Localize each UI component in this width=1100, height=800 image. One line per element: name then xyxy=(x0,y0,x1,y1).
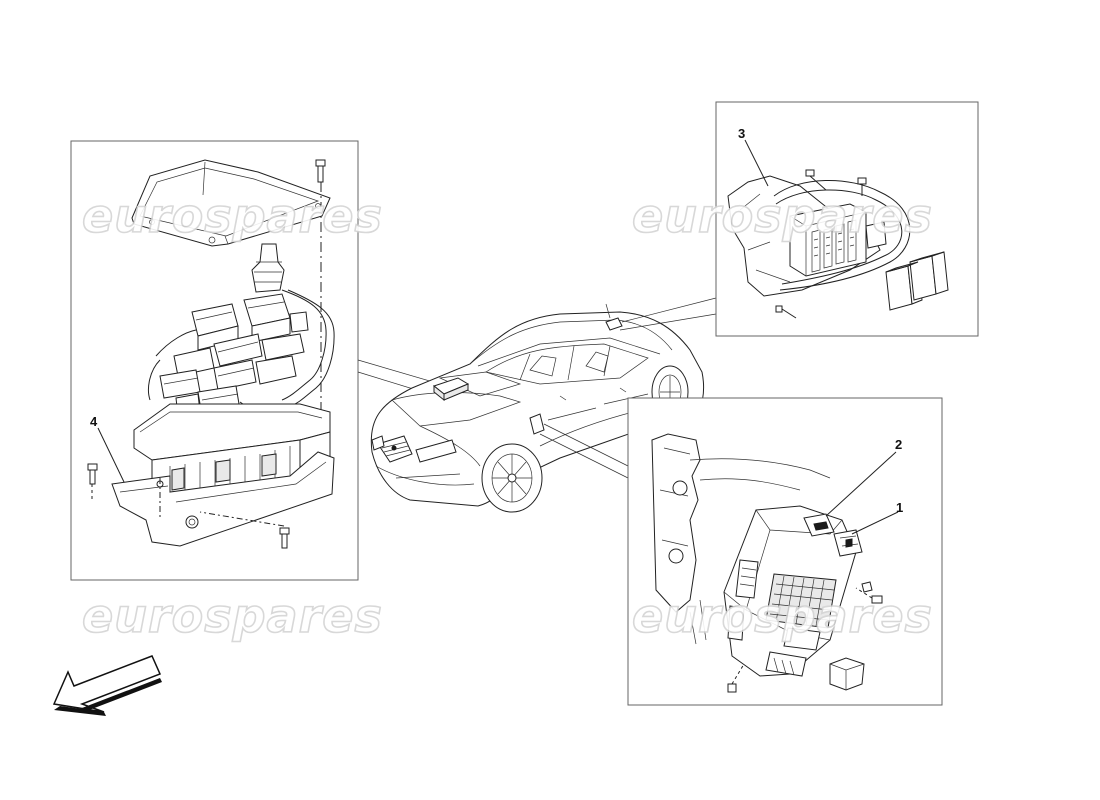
callout-3: 3 xyxy=(738,126,745,141)
cabin-screws xyxy=(727,581,883,693)
trunk-relay-block xyxy=(789,203,887,277)
callout-1: 1 xyxy=(896,500,903,515)
watermark-bottom-right: eurospares xyxy=(632,589,933,643)
callout-2: 2 xyxy=(895,437,902,452)
fuse-grid xyxy=(765,573,837,629)
spare-relays xyxy=(885,251,949,311)
connector-line-bottom-right xyxy=(543,423,629,467)
body-control-unit xyxy=(723,505,863,677)
connector-line-left xyxy=(357,359,441,385)
trunk-harness xyxy=(773,179,911,291)
watermark-top-left: eurospares xyxy=(82,189,383,243)
callout-4-leader xyxy=(97,427,125,483)
dashboard-bracket xyxy=(651,433,831,645)
watermark-layer: eurospares eurospares eurospares eurospa… xyxy=(81,188,933,644)
callout-1-leader xyxy=(851,511,899,535)
callout-2-leader xyxy=(825,451,897,517)
connector-line-top-right xyxy=(621,297,717,323)
panel-cabin-fuse-box: 2 1 xyxy=(627,397,943,706)
cover-screw xyxy=(315,159,326,410)
mounting-bolts xyxy=(87,463,290,549)
mounting-plate xyxy=(111,451,335,547)
loose-relay xyxy=(829,657,865,691)
relay-cluster xyxy=(147,293,309,417)
panel-trunk-fuse-box: 3 xyxy=(715,101,979,337)
fuse-box-cover xyxy=(131,159,331,247)
cabin-fuse-box-location xyxy=(529,413,545,435)
connector-line-top-right-2 xyxy=(619,313,717,331)
watermark-bottom-left: eurospares xyxy=(82,589,383,643)
harness-grommet xyxy=(251,243,335,407)
callout-3-leader xyxy=(744,139,769,187)
callout-4: 4 xyxy=(90,414,98,429)
watermark-top-right: eurospares xyxy=(632,189,933,243)
arrow-down-left-icon xyxy=(52,655,162,716)
connector-line-bottom-right-2 xyxy=(539,433,629,479)
trunk-fuse-box-location xyxy=(605,317,623,331)
panel-engine-fuse-box: 4 xyxy=(70,140,359,581)
